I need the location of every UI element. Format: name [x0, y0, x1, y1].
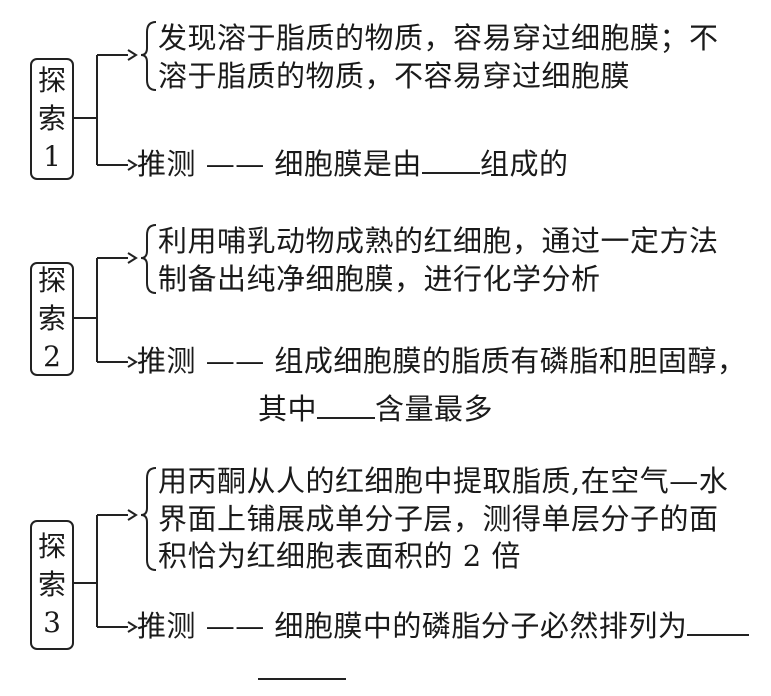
observation-line: 制备出纯净细胞膜，进行化学分析 [158, 262, 601, 296]
observation-line: 利用哺乳动物成熟的红细胞，通过一定方法 [158, 224, 719, 258]
label-char: 3 [43, 606, 61, 639]
label-char: 2 [43, 340, 61, 373]
observation-line: 溶于脂质的物质，不容易穿过细胞膜 [158, 59, 631, 93]
observation-line: 积恰为红细胞表面积的 2 倍 [158, 539, 521, 573]
answer-blank[interactable] [317, 391, 376, 419]
inference-line: 推测 —— 细胞膜中的磷脂分子必然排列为 [137, 608, 750, 644]
label-char: 索 [37, 302, 66, 335]
label-char: 探 [37, 530, 66, 563]
inference-line: 推测 —— 细胞膜是由 组成的 [137, 146, 568, 182]
label-char: 探 [37, 264, 66, 297]
inference-prefix: 推测 —— 细胞膜是由 [137, 147, 422, 181]
label-char: 探 [37, 64, 66, 97]
answer-blank-continued[interactable] [258, 678, 346, 680]
section-1-label-box: 探 索 1 [30, 58, 74, 180]
inference-prefix: 其中 [258, 392, 318, 426]
section-3-label-box: 探 索 3 [30, 520, 74, 650]
answer-blank[interactable] [421, 146, 480, 174]
answer-blank[interactable] [687, 608, 750, 636]
observation-line: 发现溶于脂质的物质，容易穿过细胞膜；不 [158, 21, 719, 55]
observation-line: 界面上铺展成单分子层，测得单层分子的面 [158, 502, 719, 536]
inference-suffix: 含量最多 [375, 392, 494, 426]
label-char: 索 [37, 568, 66, 601]
inference-prefix: 推测 —— 细胞膜中的磷脂分子必然排列为 [137, 609, 688, 643]
inference-line-2: 其中 含量最多 [258, 391, 493, 427]
label-char: 索 [37, 102, 66, 135]
label-char: 1 [43, 140, 61, 173]
inference-line: 推测 —— 组成细胞膜的脂质有磷脂和胆固醇， [137, 344, 747, 378]
inference-suffix: 组成的 [479, 147, 569, 181]
observation-line: 用丙酮从人的红细胞中提取脂质,在空气—水 [158, 464, 729, 498]
section-2-label-box: 探 索 2 [30, 262, 74, 376]
